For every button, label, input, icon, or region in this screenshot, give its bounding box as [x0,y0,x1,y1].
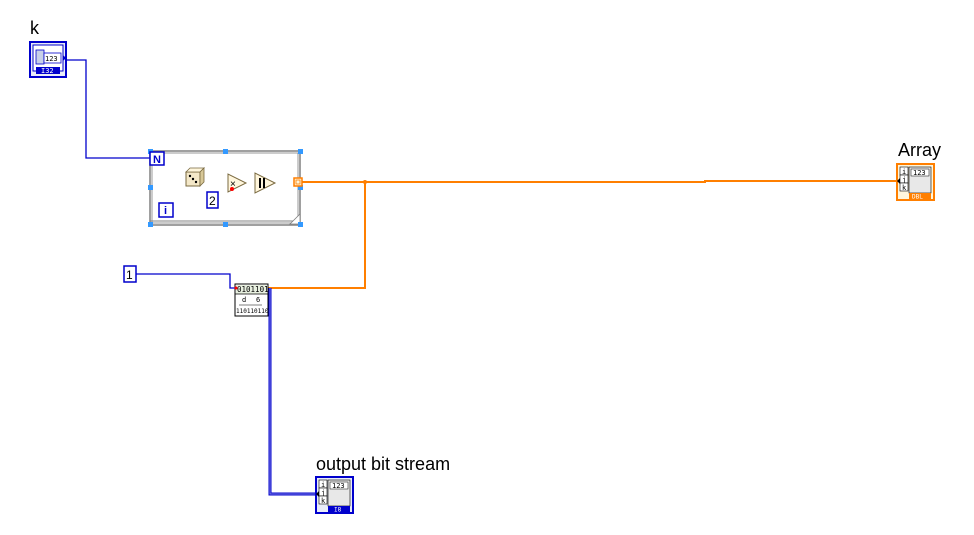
constant-two-value: 2 [209,194,216,208]
number-to-bit-array-converter[interactable]: 0101101 d 6 110110110 [234,283,269,317]
indicator-output-bit-stream[interactable]: output bit stream i j k 123 I8 [315,454,450,514]
converter-top-label: 0101101 [237,285,269,294]
indicator-array-display: 123 [913,169,926,177]
loop-count-label: N [153,154,161,166]
indicator-output-dim-i: i [321,481,325,489]
wire-branch-to-converter[interactable] [268,182,366,289]
wire-const1-to-converter[interactable] [136,273,236,289]
indicator-output-label: output bit stream [316,454,450,474]
converter-mid-left: d [242,296,246,304]
wire-converter-to-output[interactable] [268,288,316,496]
indicator-output-display: 123 [332,482,345,490]
indicator-array-type: DBL [912,194,923,201]
constant-two[interactable]: 2 [206,191,219,209]
for-loop[interactable]: N i × 2 [148,149,303,227]
dice-icon[interactable] [185,167,205,187]
wire-k-to-n[interactable] [66,59,150,159]
indicator-array-dim-j: j [902,176,906,184]
wires [66,59,897,496]
constant-one-value: 1 [126,268,133,282]
indicator-array-dim-i: i [902,168,906,176]
constant-one[interactable]: 1 [123,265,137,283]
loop-iteration-terminal[interactable]: i [158,202,174,218]
control-k-type: I32 [41,67,54,75]
svg-text:×: × [230,179,236,190]
control-k-display: 123 [45,55,58,63]
wire-tunnel-to-array[interactable] [302,180,897,183]
round-to-nearest-icon[interactable] [254,172,277,194]
control-k[interactable]: k 123 I32 [29,18,67,78]
loop-output-tunnel[interactable] [293,177,303,187]
indicator-array-dim-k: k [902,184,907,192]
indicator-output-dim-j: j [321,489,325,497]
indicator-output-dim-k: k [321,497,326,505]
indicator-array-label: Array [898,140,941,160]
multiply-icon[interactable]: × [227,173,248,193]
indicator-output-type: I8 [334,507,342,514]
converter-bottom-label: 110110110 [236,308,269,315]
loop-iteration-label: i [164,205,167,217]
converter-mid-right: 6 [256,296,260,304]
loop-count-terminal[interactable]: N [149,151,165,166]
wire-junction [363,180,367,184]
control-k-label: k [30,18,40,38]
indicator-array[interactable]: Array i j k 123 DBL [896,140,941,201]
